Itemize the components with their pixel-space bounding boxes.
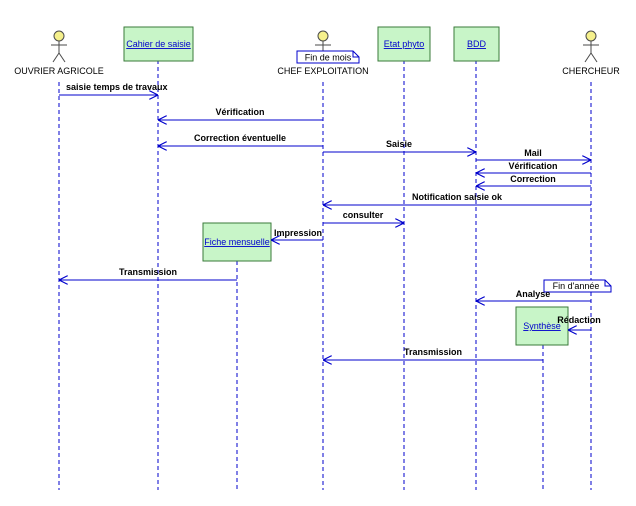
actor-head-icon	[317, 30, 329, 42]
message-label-analyse: Analyse	[516, 289, 551, 299]
message-label-impression: Impression	[274, 228, 322, 238]
object-label-bdd: BDD	[467, 39, 487, 49]
object-label-cahier: Cahier de saisie	[126, 39, 191, 49]
object-box-etat	[377, 26, 431, 62]
message-label-saisie: Saisie	[386, 139, 412, 149]
actor-head-icon	[53, 30, 65, 42]
message-label-correction-eventuelle: Correction éventuelle	[194, 133, 286, 143]
actor-label-chercheur: CHERCHEUR	[562, 66, 620, 76]
note-fin-mois	[296, 50, 360, 64]
message-label-redaction: Rédaction	[557, 315, 601, 325]
actor-ouvrier	[51, 30, 67, 63]
actor-label-chef: CHEF EXPLOITATION	[277, 66, 368, 76]
message-label-verification-2: Vérification	[508, 161, 557, 171]
message-label-transmission-2: Transmission	[404, 347, 462, 357]
actor-head-icon	[585, 30, 597, 42]
message-label-mail: Mail	[524, 148, 542, 158]
message-label-notification: Notification saisie ok	[412, 192, 503, 202]
note-label-fin-mois: Fin de mois	[305, 53, 352, 63]
actor-label-ouvrier: OUVRIER AGRICOLE	[14, 66, 104, 76]
object-box-synthese	[515, 306, 569, 346]
message-label-verification-1: Vérification	[215, 107, 264, 117]
message-label-correction: Correction	[510, 174, 556, 184]
object-label-fiche: Fiche mensuelle	[204, 237, 270, 247]
message-label-transmission-1: Transmission	[119, 267, 177, 277]
object-box-cahier	[123, 26, 194, 62]
actor-chercheur	[583, 30, 599, 63]
object-box-fiche	[202, 222, 272, 262]
object-box-bdd	[453, 26, 500, 62]
object-label-etat: Etat phyto	[384, 39, 425, 49]
message-label-saisie-temps: saisie temps de travaux	[66, 82, 168, 92]
lifelines	[58, 60, 592, 490]
object-label-synthese: Synthèse	[523, 321, 561, 331]
note-label-fin-annee: Fin d'année	[553, 281, 600, 291]
message-label-consulter: consulter	[343, 210, 384, 220]
note-fin-annee	[543, 279, 612, 293]
